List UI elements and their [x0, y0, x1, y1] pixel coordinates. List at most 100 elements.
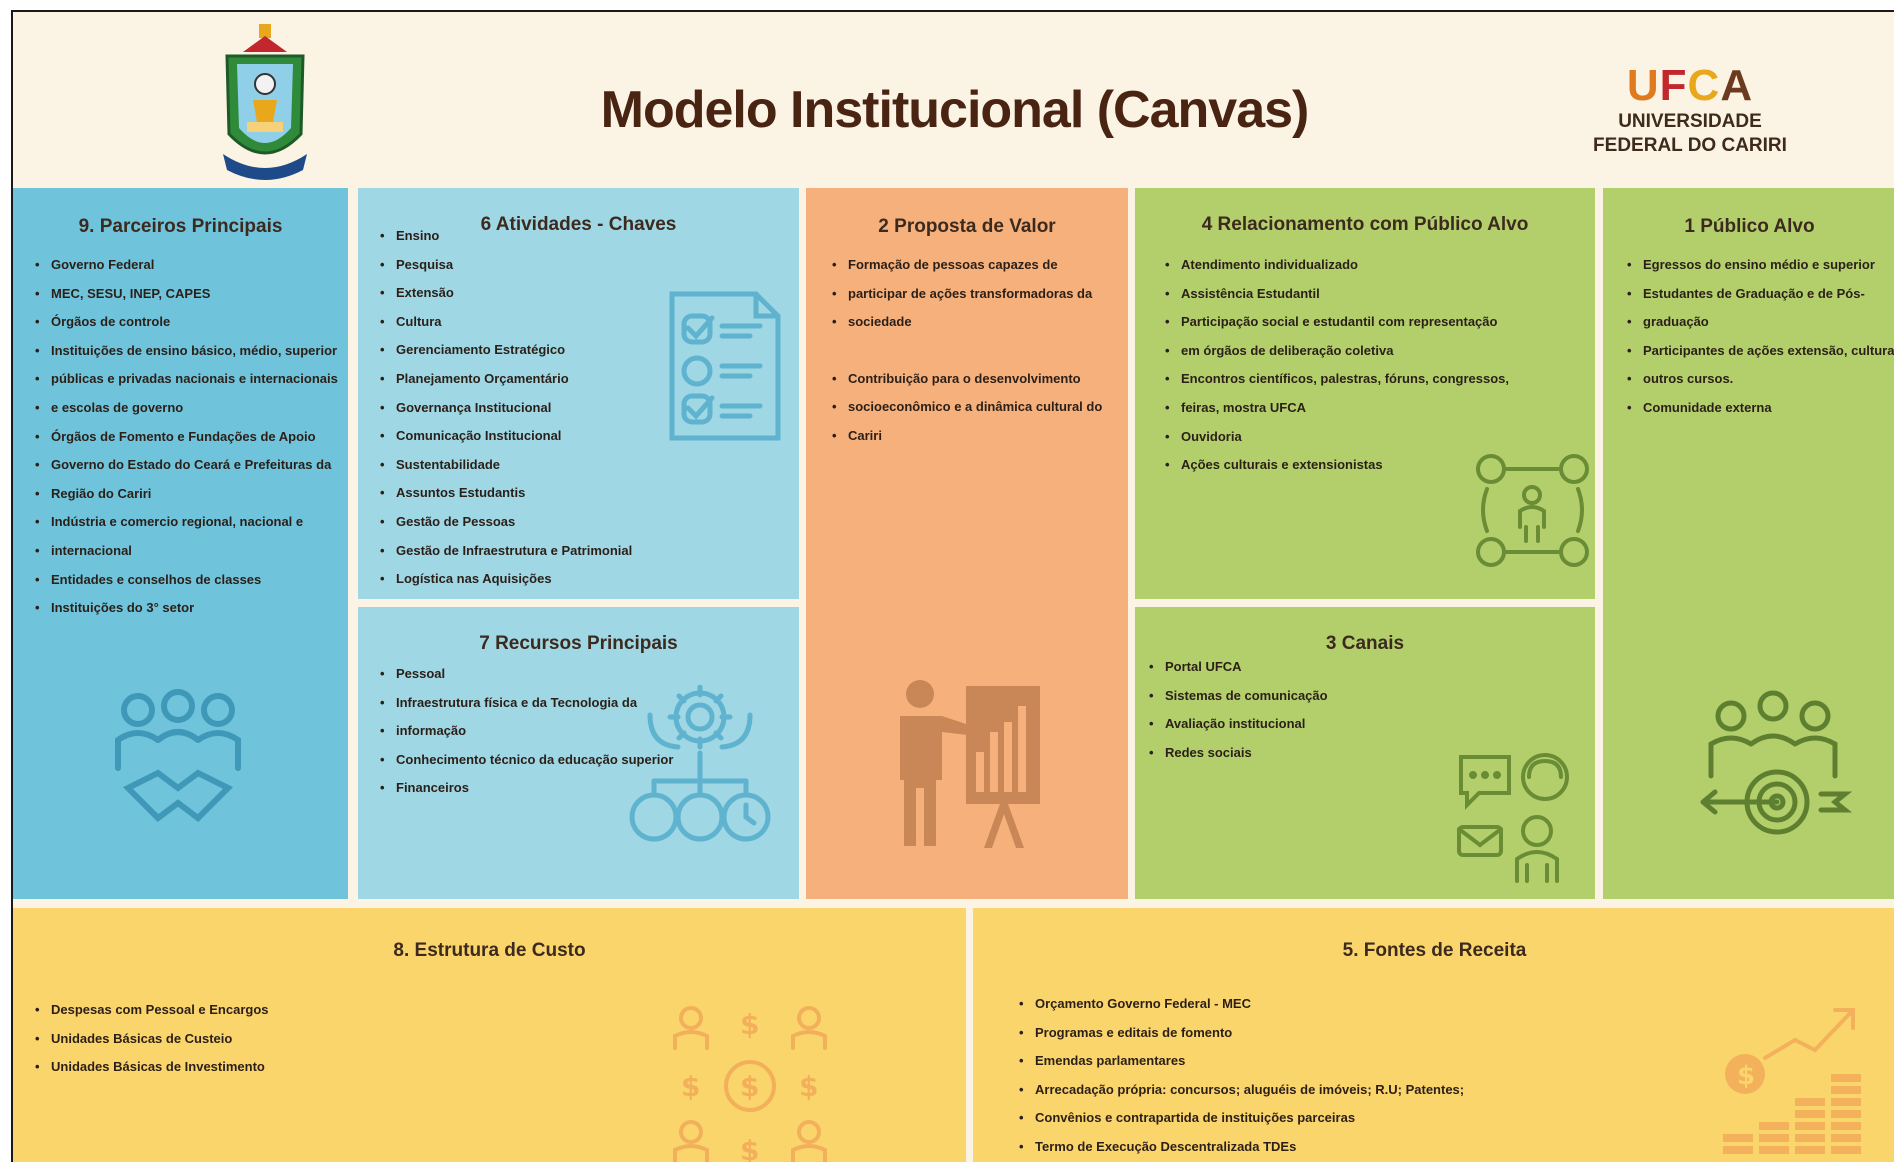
header: Modelo Institucional (Canvas) UFCA UNIVE…	[13, 12, 1894, 188]
list-item: Órgãos de controle	[33, 308, 343, 337]
list-item: Assistência Estudantil	[1163, 280, 1593, 309]
list-item: Gerenciamento Estratégico	[378, 336, 798, 365]
list-item: Convênios e contrapartida de instituiçõe…	[1017, 1104, 1717, 1133]
list-item: Sustentabilidade	[378, 451, 798, 480]
panel-title: 4 Relacionamento com Público Alvo	[1201, 214, 1529, 235]
canvas-frame: Modelo Institucional (Canvas) UFCA UNIVE…	[11, 10, 1894, 1162]
list-item: Ações culturais e extensionistas	[1163, 451, 1593, 480]
network-people-icon	[1476, 454, 1589, 567]
logo-letter-u: U	[1626, 61, 1660, 110]
panel-title: 5. Fontes de Receita	[1342, 940, 1527, 961]
checklist-icon	[669, 291, 781, 441]
svg-text:$: $	[1737, 1061, 1755, 1091]
list-item: Pesquisa	[378, 251, 798, 280]
svg-text:$: $	[740, 1134, 759, 1162]
list-item: Cultura	[378, 308, 798, 337]
logo-letter-f: F	[1659, 61, 1688, 110]
canais-list: Portal UFCA Sistemas de comunicação Aval…	[1147, 653, 1587, 767]
panel-publico: 1 Público Alvo Egressos do ensino médio …	[1603, 188, 1894, 899]
svg-text:$: $	[740, 1008, 759, 1041]
list-item: Órgãos de Fomento e Fundações de Apoio	[33, 423, 343, 452]
list-item: Planejamento Orçamentário	[378, 365, 798, 394]
list-item: Sistemas de comunicação	[1147, 682, 1587, 711]
receita-list: Orçamento Governo Federal - MEC Programa…	[1017, 990, 1717, 1162]
list-item: Comunidade externa	[1625, 394, 1894, 423]
list-item: Orçamento Governo Federal - MEC	[1017, 990, 1717, 1019]
list-item: Pessoal	[378, 660, 798, 689]
list-item: Termo de Execução Descentralizada TDEs	[1017, 1133, 1717, 1162]
list-item: Redes sociais	[1147, 739, 1587, 768]
panel-proposta: 2 Proposta de Valor Formação de pessoas …	[806, 188, 1128, 899]
list-item: Comunicação Institucional	[378, 422, 798, 451]
list-item: Infraestrutura física e da Tecnologia da	[378, 689, 798, 718]
list-item: MEC, SESU, INEP, CAPES	[33, 280, 343, 309]
svg-text:$: $	[740, 1070, 759, 1103]
logo-letter-c: C	[1687, 61, 1721, 110]
gear-resources-icon	[629, 685, 771, 842]
list-item: participar de ações transformadoras da	[830, 280, 1126, 309]
panel-title: 1 Público Alvo	[1684, 216, 1815, 237]
list-item: Formação de pessoas capazes de	[830, 251, 1126, 280]
svg-text:$: $	[799, 1070, 818, 1103]
panel-relacionamento: 4 Relacionamento com Público Alvo Atendi…	[1135, 188, 1595, 599]
atividades-list: Ensino Pesquisa Extensão Cultura Gerenci…	[378, 222, 798, 594]
list-item: Avaliação institucional	[1147, 710, 1587, 739]
cost-money-icon: $ $ $ $ $	[673, 1006, 827, 1162]
list-item: Programas e editais de fomento	[1017, 1019, 1717, 1048]
list-item: e escolas de governo	[33, 394, 343, 423]
list-item: Despesas com Pessoal e Encargos	[33, 996, 433, 1025]
list-item: Egressos do ensino médio e superior	[1625, 251, 1894, 280]
panel-receita: 5. Fontes de Receita Orçamento Governo F…	[973, 908, 1894, 1162]
list-item: Estudantes de Graduação e de Pós-	[1625, 280, 1894, 309]
panel-atividades: 6 Atividades - Chaves Ensino Pesquisa Ex…	[358, 188, 799, 599]
panel-custo: 8. Estrutura de Custo Despesas com Pesso…	[13, 908, 966, 1162]
target-audience-icon	[1700, 690, 1853, 835]
list-item: Financeiros	[378, 774, 798, 803]
list-item: Região do Cariri	[33, 480, 343, 509]
custo-list: Despesas com Pessoal e Encargos Unidades…	[33, 996, 433, 1082]
brand-line-1: UNIVERSIDADE	[1618, 111, 1762, 132]
list-item: Assuntos Estudantis	[378, 479, 798, 508]
list-item: Participantes de ações extensão, cultura…	[1625, 337, 1894, 366]
list-item: Unidades Básicas de Custeio	[33, 1025, 433, 1054]
list-item: Instituições de ensino básico, médio, su…	[33, 337, 343, 366]
list-item: Gestão de Infraestrutura e Patrimonial	[378, 537, 798, 566]
panel-canais: 3 Canais Portal UFCA Sistemas de comunic…	[1135, 607, 1595, 899]
list-item: Instituições do 3° setor	[33, 594, 343, 623]
logo-letter-a: A	[1720, 61, 1754, 110]
list-item: Gestão de Pessoas	[378, 508, 798, 537]
list-item: Emendas parlamentares	[1017, 1047, 1717, 1076]
list-item: Arrecadação própria: concursos; aluguéis…	[1017, 1076, 1717, 1105]
panel-recursos: 7 Recursos Principais Pessoal Infraestru…	[358, 607, 799, 899]
svg-text:$: $	[681, 1070, 700, 1103]
brand-line-2: FEDERAL DO CARIRI	[1593, 135, 1787, 156]
list-item: Encontros científicos, palestras, fóruns…	[1163, 365, 1593, 394]
list-item: Governança Institucional	[378, 394, 798, 423]
list-item: Participação social e estudantil com rep…	[1163, 308, 1593, 337]
list-item: Ensino	[378, 222, 798, 251]
panel-title: 3 Canais	[1325, 633, 1405, 654]
proposta-list: Formação de pessoas capazes de participa…	[830, 251, 1126, 451]
presenter-icon	[900, 680, 1040, 848]
list-item: socioeconômico e a dinâmica cultural do	[830, 393, 1126, 422]
list-item: Portal UFCA	[1147, 653, 1587, 682]
parceiros-list: Governo Federal MEC, SESU, INEP, CAPES Ó…	[33, 251, 343, 623]
list-item: públicas e privadas nacionais e internac…	[33, 365, 343, 394]
list-item: internacional	[33, 537, 343, 566]
list-item: Entidades e conselhos de classes	[33, 566, 343, 595]
panel-title: 2 Proposta de Valor	[878, 216, 1056, 237]
list-item: feiras, mostra UFCA	[1163, 394, 1593, 423]
list-item: sociedade	[830, 308, 1126, 337]
ufca-logo-mark: UFCA	[1575, 64, 1805, 108]
list-item: Atendimento individualizado	[1163, 251, 1593, 280]
list-item: Contribuição para o desenvolvimento	[830, 365, 1126, 394]
list-item: Ouvidoria	[1163, 423, 1593, 452]
panel-title: 8. Estrutura de Custo	[393, 940, 586, 961]
revenue-growth-icon: $	[1723, 1008, 1861, 1154]
list-item: em órgãos de deliberação coletiva	[1163, 337, 1593, 366]
ufca-logo: UFCA UNIVERSIDADE FEDERAL DO CARIRI	[1575, 64, 1805, 156]
list-item: Cariri	[830, 422, 1126, 451]
relacionamento-list: Atendimento individualizado Assistência …	[1163, 251, 1593, 480]
communication-channels-icon	[1457, 753, 1569, 883]
panel-title: 7 Recursos Principais	[479, 633, 678, 654]
